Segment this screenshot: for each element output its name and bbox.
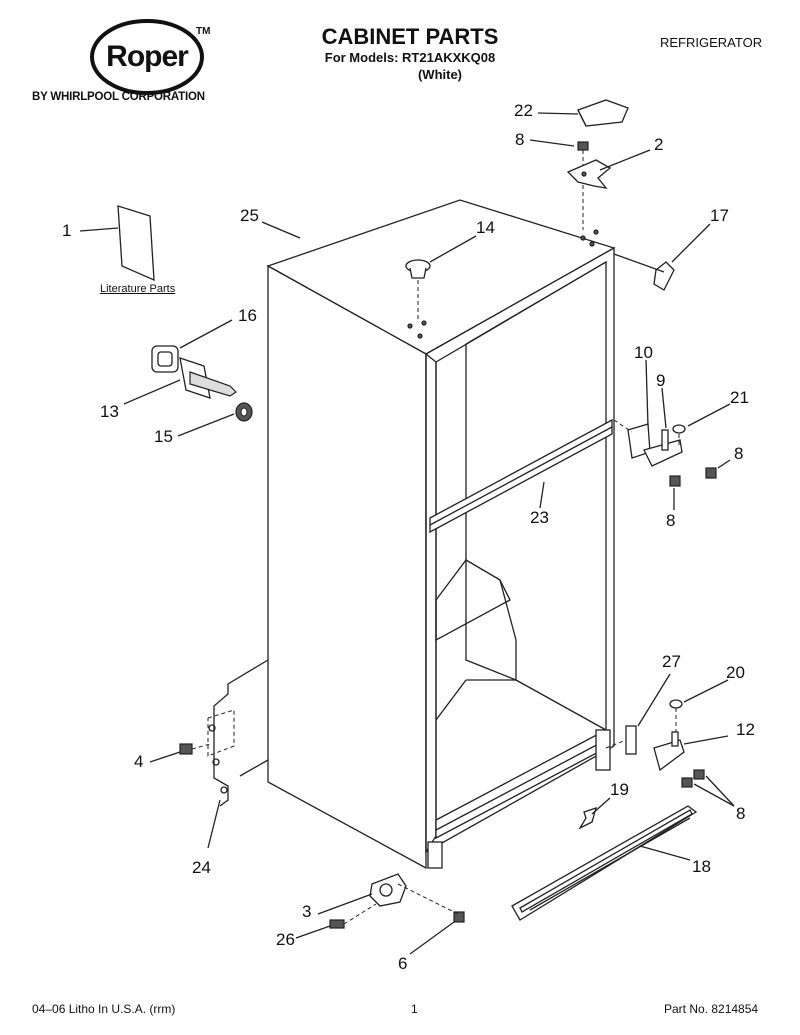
- callout-23: 23: [530, 508, 549, 527]
- trademark-mark: TM: [196, 26, 211, 37]
- part-9-hinge: [643, 429, 683, 467]
- part-27-shim: [625, 725, 637, 755]
- cabinet: [266, 199, 616, 870]
- part-3-roller-bracket: [369, 873, 407, 907]
- footer-part-number: Part No. 8214854: [664, 1002, 759, 1016]
- part-18-toe-grille: [511, 805, 698, 921]
- callout-8-low: 8: [736, 804, 746, 823]
- part-6-screw: [453, 911, 465, 923]
- callout-1: 1: [62, 221, 72, 240]
- appliance-type: REFRIGERATOR: [660, 35, 763, 50]
- callout-16: 16: [238, 306, 257, 325]
- callout-10: 10: [634, 343, 653, 362]
- callout-8-top: 8: [515, 130, 525, 149]
- logo-oval: [90, 19, 204, 95]
- part-1-literature: [117, 205, 155, 282]
- callout-21: 21: [730, 388, 749, 407]
- part-8-screw-mid-bottom: [669, 475, 681, 487]
- part-16-gasket: [151, 345, 179, 373]
- corporation-name: BY WHIRLPOOL CORPORATION: [32, 91, 205, 103]
- footer-litho: 04–06 Litho In U.S.A. (rrm): [32, 1002, 176, 1016]
- part-22-hinge-cover: [577, 99, 629, 127]
- callout-14: 14: [476, 218, 495, 237]
- callout-17: 17: [710, 206, 729, 225]
- callout-25: 25: [240, 206, 259, 225]
- part-2-top-hinge: [566, 159, 612, 189]
- part-14-plug: [405, 259, 431, 279]
- callout-22: 22: [514, 101, 533, 120]
- page-title: CABINET PARTS: [321, 24, 499, 49]
- callout-2: 2: [654, 135, 664, 154]
- part-12-bottom-hinge: [653, 731, 685, 772]
- literature-parts-label: Literature Parts: [100, 283, 176, 295]
- part-8-screw-low-1: [681, 777, 693, 788]
- callout-27: 27: [662, 652, 681, 671]
- part-13-bracket: [179, 357, 237, 399]
- part-20-washer: [669, 699, 683, 709]
- part-26-screw: [329, 919, 345, 929]
- part-8-screw-top: [577, 141, 589, 151]
- model-color: (White): [417, 67, 463, 82]
- part-4-screw: [179, 743, 193, 755]
- callout-12: 12: [736, 720, 755, 739]
- part-8-screw-low-2: [693, 769, 705, 780]
- brand-logo: Roper: [106, 40, 189, 73]
- model-number: For Models: RT21AKXKQ08: [324, 50, 496, 65]
- part-21-washer: [672, 424, 686, 434]
- callout-24: 24: [192, 858, 211, 877]
- footer-page-number: 1: [411, 1002, 418, 1016]
- callout-8-mid-bottom: 8: [666, 511, 676, 530]
- callout-20: 20: [726, 663, 745, 682]
- callout-15: 15: [154, 427, 173, 446]
- part-8-screw-mid-right: [705, 467, 717, 479]
- callout-3: 3: [302, 902, 312, 921]
- callout-8-mid-right: 8: [734, 444, 744, 463]
- part-17-cover: [653, 261, 675, 291]
- callout-13: 13: [100, 402, 119, 421]
- part-19-clip: [578, 806, 597, 830]
- callout-9: 9: [656, 371, 666, 390]
- part-15-grommet: [235, 402, 253, 422]
- callout-6: 6: [398, 954, 408, 973]
- callout-26: 26: [276, 930, 295, 949]
- callout-18: 18: [692, 857, 711, 876]
- leader-lines: [79, 112, 735, 955]
- callout-19: 19: [610, 780, 629, 799]
- side-panel-24: [207, 659, 269, 807]
- callout-4: 4: [134, 752, 144, 771]
